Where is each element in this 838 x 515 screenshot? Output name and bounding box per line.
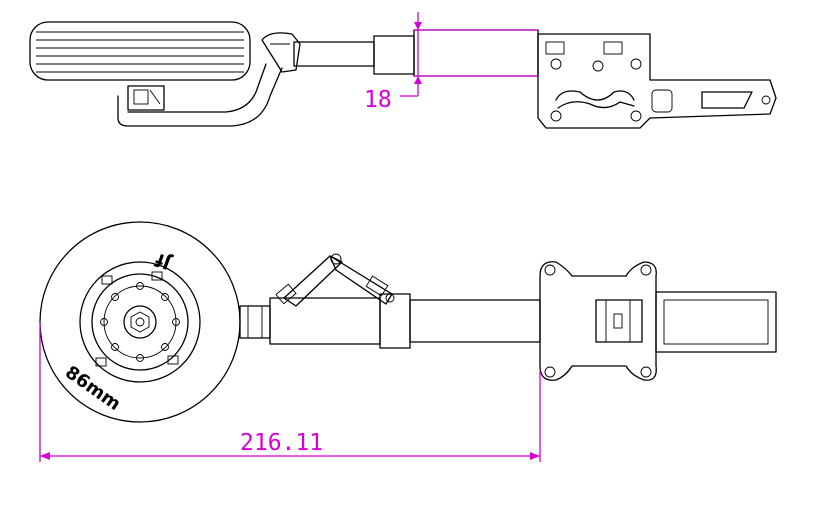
- dim-overall-length: 216.11: [39, 322, 541, 462]
- plan-view-wheel: Jf 86mm: [39, 221, 241, 423]
- dim-overall-length-label: 216.11: [240, 430, 323, 456]
- side-view-mount-bracket: [537, 33, 777, 129]
- wheel-bolt-holes: [95, 271, 180, 367]
- side-view-curved-leg: [117, 32, 301, 127]
- dim-strut-diameter: 18: [364, 12, 538, 113]
- side-view: 18: [29, 12, 777, 129]
- wheel-mark-label: Jf: [153, 248, 176, 273]
- wheel-diameter-label: 86mm: [61, 362, 124, 415]
- side-view-tire: [29, 21, 251, 81]
- plan-view: Jf 86mm: [39, 221, 777, 462]
- dim-strut-diameter-label: 18: [364, 87, 392, 113]
- plan-view-scissor-link: [275, 253, 395, 307]
- plan-view-mount-plate: [539, 261, 777, 381]
- side-view-axle-block: [127, 85, 165, 111]
- side-view-strut: [293, 29, 539, 77]
